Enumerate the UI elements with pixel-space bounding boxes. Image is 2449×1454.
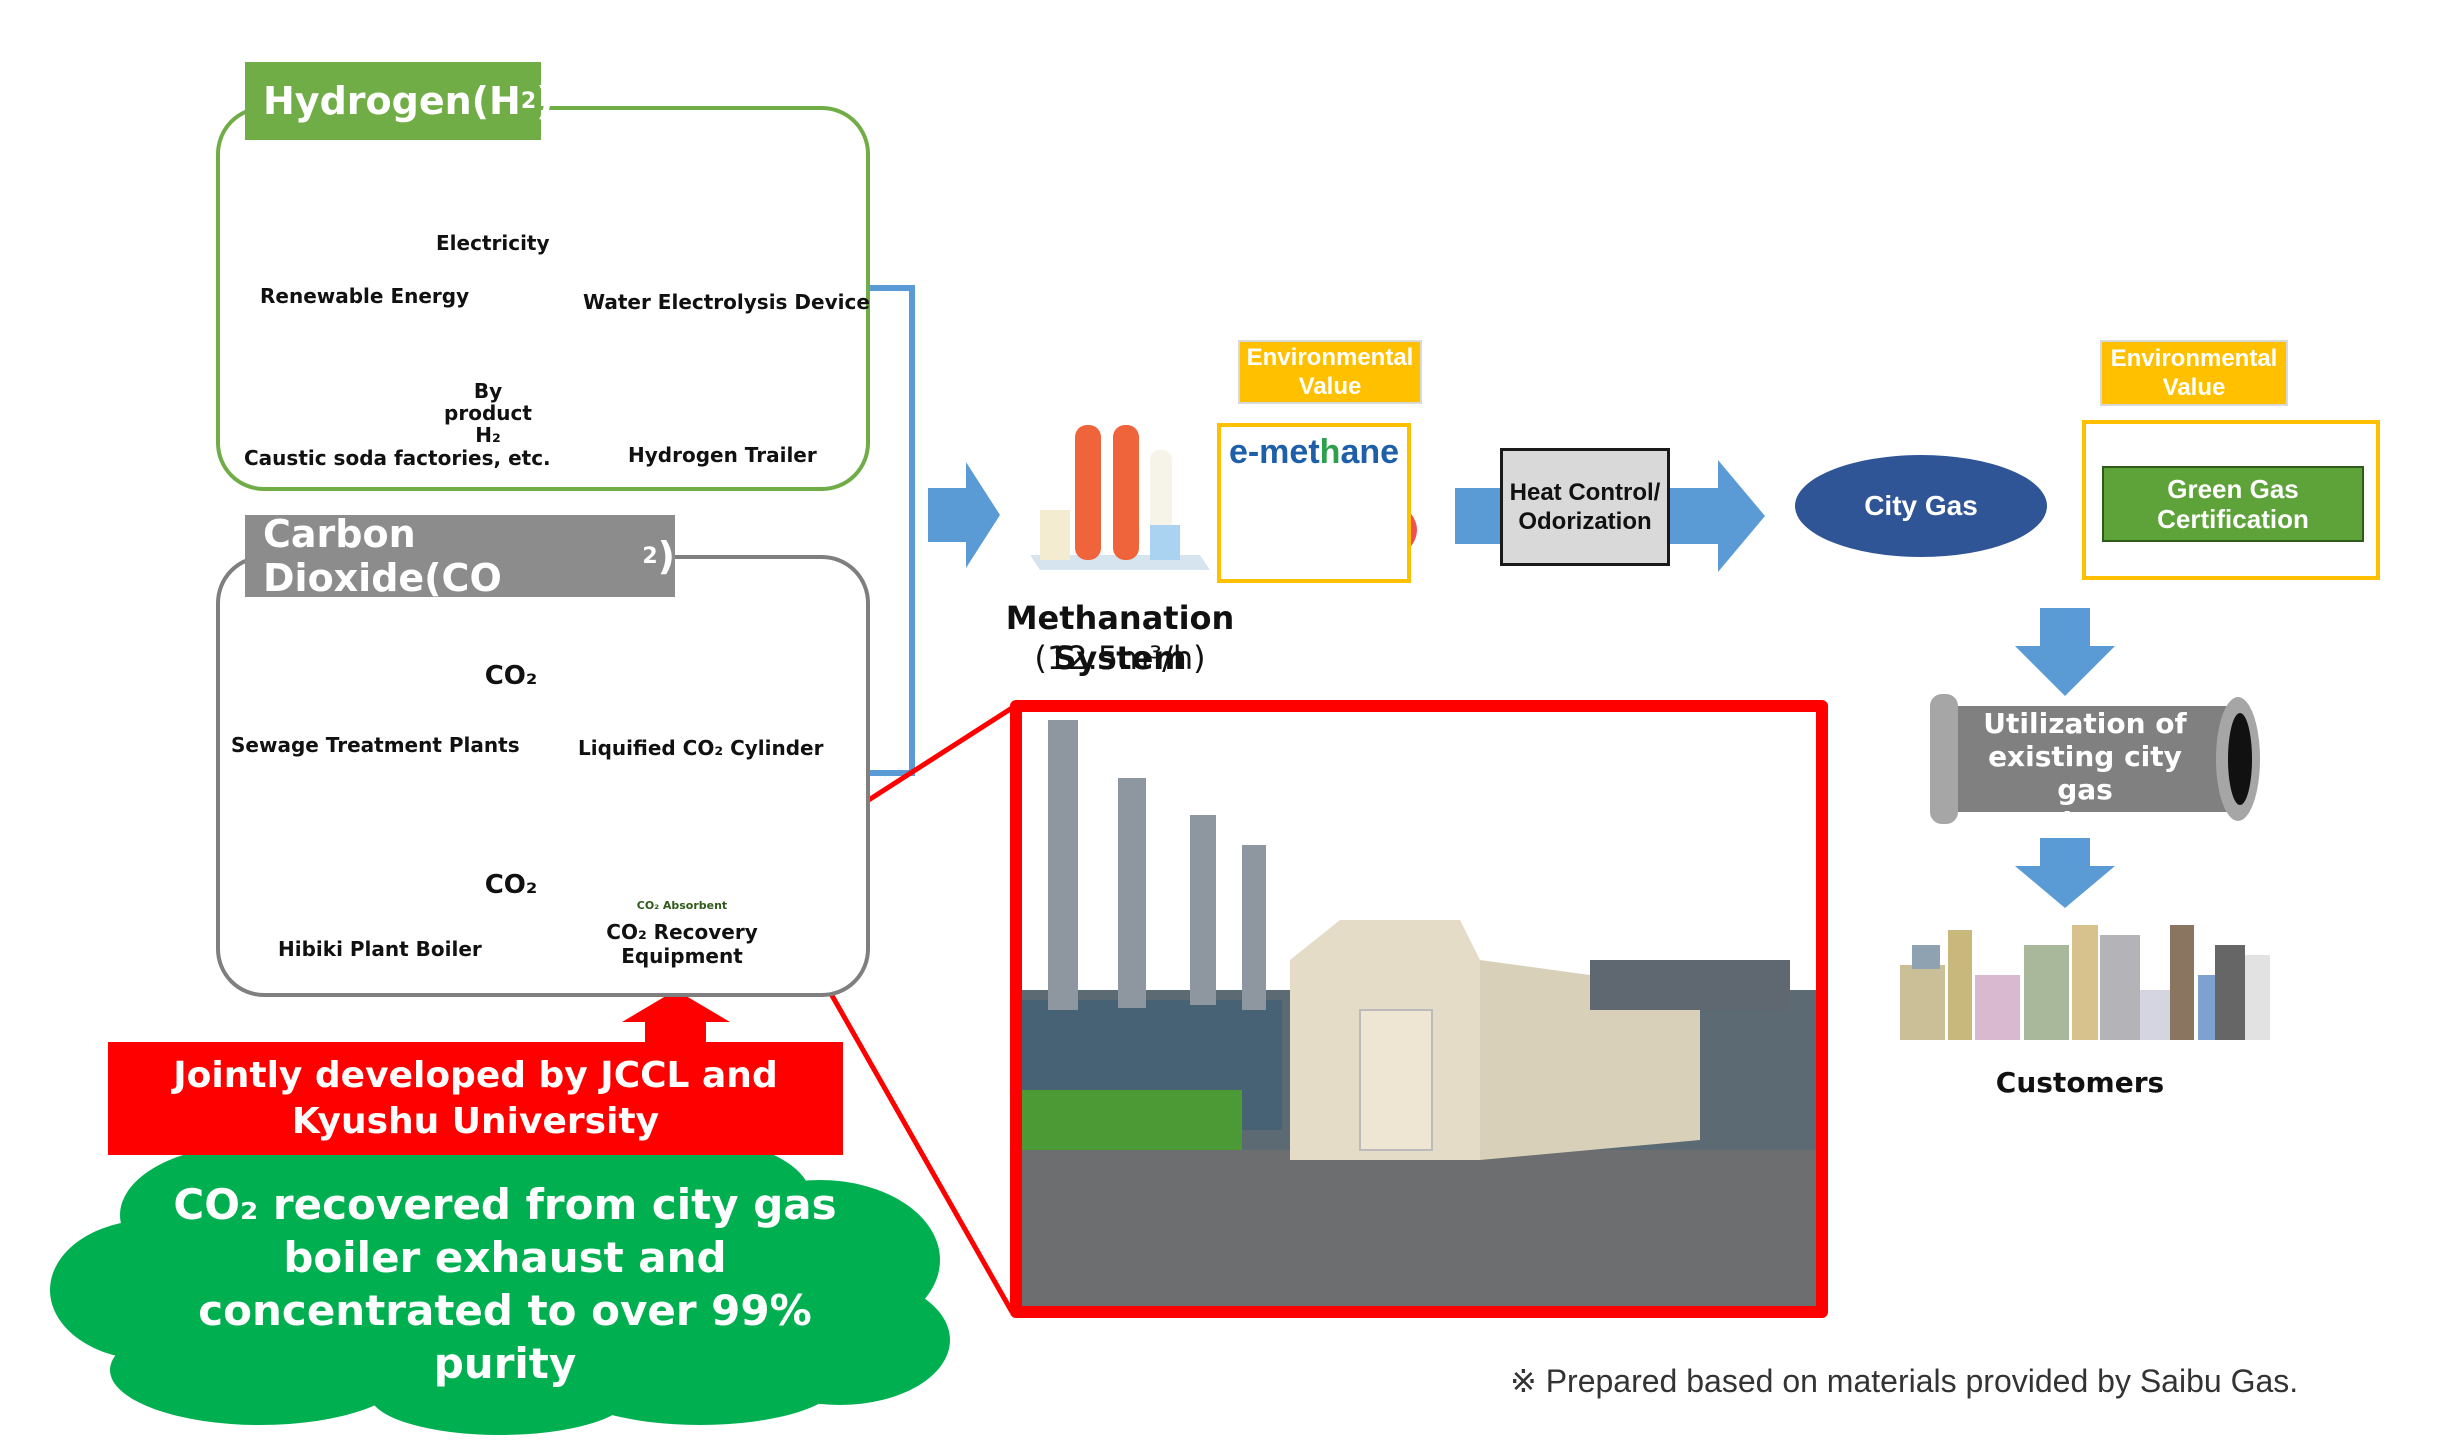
label-renewable-energy: Renewable Energy bbox=[260, 284, 470, 308]
co2-panel bbox=[216, 555, 870, 997]
methanation-rate: (12.5m³/h) bbox=[1034, 639, 1206, 677]
flow-arrow-to-methanation bbox=[928, 462, 1000, 568]
down-arrow-to-customers bbox=[2015, 838, 2115, 908]
arrow-label-byproduct-line2: H₂ bbox=[475, 423, 501, 447]
label-co2-recovery-line2: Equipment bbox=[621, 944, 743, 968]
cloud-shape bbox=[50, 1125, 950, 1435]
red-up-arrow bbox=[622, 990, 730, 1045]
arrow-label-co2-sewage: CO₂ bbox=[484, 661, 538, 691]
co2-title-close: ) bbox=[657, 534, 675, 578]
banner-line2: Kyushu University bbox=[291, 1100, 660, 1142]
hydrogen-title: Hydrogen(H bbox=[263, 79, 521, 123]
cloud-line2: boiler exhaust and bbox=[283, 1233, 727, 1282]
methanation-system-label: Methanation System bbox=[1005, 599, 1235, 677]
label-hydrogen-trailer: Hydrogen Trailer bbox=[628, 443, 817, 467]
green-gas-certification: Green Gas Certification bbox=[2102, 466, 2364, 542]
env-value-badge-certification: Environmental Value bbox=[2100, 340, 2288, 406]
label-co2-recovery-line1: CO₂ Recovery bbox=[606, 920, 758, 944]
ch4-label: CH₄ bbox=[1306, 510, 1368, 546]
cloud-line3: concentrated to over 99% bbox=[198, 1286, 812, 1335]
hydrogen-title-close: ) bbox=[536, 79, 554, 123]
e-methane-logo-leaf: h bbox=[1319, 433, 1341, 471]
footnote: ※ Prepared based on materials provided b… bbox=[1510, 1363, 2299, 1399]
pipes-line3: pipes bbox=[2042, 806, 2128, 839]
hydrogen-panel bbox=[216, 106, 870, 491]
heat-control-box: Heat Control/ Odorization bbox=[1500, 448, 1670, 566]
co2-title-sub: 2 bbox=[642, 543, 658, 569]
city-gas-ellipse: City Gas bbox=[1795, 455, 2047, 557]
env-value-badge-methane: Environmental Value bbox=[1238, 340, 1422, 404]
co2-purity-cloud-text: CO₂ recovered from city gas boiler exhau… bbox=[120, 1178, 890, 1390]
label-liquified-co2-cylinder: Liquified CO₂ Cylinder bbox=[578, 736, 824, 760]
certification-line2: Certification bbox=[2157, 504, 2309, 534]
arrow-label-electricity: Electricity bbox=[436, 231, 550, 255]
flow-bar-to-heat bbox=[1455, 488, 1503, 544]
label-water-electrolysis-device: Water Electrolysis Device bbox=[583, 290, 870, 314]
label-caustic-soda-factories: Caustic soda factories, etc. bbox=[244, 446, 551, 470]
certification-line1: Green Gas bbox=[2167, 474, 2299, 504]
label-co2-recovery-equipment: CO₂ Recovery Equipment bbox=[600, 920, 764, 968]
pipes-label: Utilization of existing city gas pipes bbox=[1960, 707, 2210, 839]
cloud-line1: CO₂ recovered from city gas bbox=[173, 1180, 837, 1229]
e-methane-box bbox=[1217, 423, 1411, 583]
customers-label: Customers bbox=[1995, 1066, 2165, 1099]
label-co2-absorbent: CO₂ Absorbent bbox=[636, 899, 728, 912]
e-methane-logo: e-methane bbox=[1225, 433, 1403, 472]
co2-title: Carbon Dioxide(CO bbox=[263, 512, 502, 600]
methanation-plant-icon bbox=[1030, 425, 1210, 570]
site-photo-graphic bbox=[1022, 720, 1817, 1306]
heat-control-line1: Heat Control/ bbox=[1509, 479, 1661, 506]
label-hibiki-plant-boiler: Hibiki Plant Boiler bbox=[278, 937, 482, 961]
pipes-line1: Utilization of bbox=[1983, 707, 2187, 740]
pipe-icon bbox=[1930, 694, 2260, 824]
h2-connector-line bbox=[866, 285, 915, 776]
arrow-label-byproduct-line1: By product bbox=[444, 379, 532, 425]
arrow-label-byproduct: By product H₂ bbox=[428, 380, 548, 446]
heat-control-line2: Odorization bbox=[1518, 508, 1652, 535]
hydrogen-title-sub: 2 bbox=[520, 88, 537, 114]
city-skyline-icon bbox=[1900, 925, 2270, 1040]
co2-header: Carbon Dioxide(CO 2) bbox=[245, 512, 675, 600]
arrow-label-co2-boiler: CO₂ bbox=[484, 870, 538, 900]
cloud-line4: purity bbox=[433, 1339, 577, 1388]
e-methane-logo-part1: e-met bbox=[1228, 433, 1320, 471]
pipes-line2: existing city gas bbox=[1988, 740, 2182, 806]
label-sewage-treatment-plants: Sewage Treatment Plants bbox=[231, 733, 520, 757]
site-photo-frame bbox=[1010, 700, 1828, 1318]
flow-arrow-to-city-gas bbox=[1668, 460, 1765, 572]
down-arrow-to-pipes bbox=[2015, 608, 2115, 696]
e-methane-logo-part2: ane bbox=[1340, 433, 1400, 471]
joint-development-banner: Jointly developed by JCCL and Kyushu Uni… bbox=[108, 1042, 843, 1155]
banner-line1: Jointly developed by JCCL and bbox=[173, 1054, 778, 1096]
